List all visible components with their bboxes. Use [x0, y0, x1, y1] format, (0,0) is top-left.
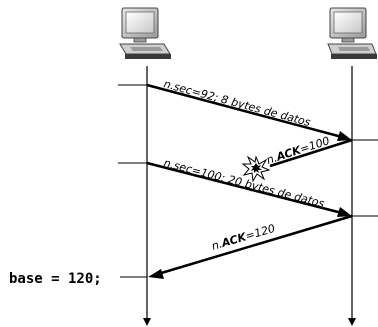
- computer-icon: [327, 7, 377, 59]
- receiver-timeline: [348, 66, 356, 326]
- explosion-burst-icon: [241, 155, 271, 183]
- sender-timeline: [143, 66, 151, 326]
- segment-label-1: n.sec=92; 8 bytes de datos: [162, 77, 312, 129]
- ack-arrow-1: [269, 138, 353, 168]
- segment-arrow-2: [146, 161, 352, 217]
- base-annotation: base = 120;: [9, 271, 102, 287]
- ack-arrow-2: [148, 214, 353, 279]
- segment-arrow-1: [146, 83, 352, 141]
- computer-icon: [119, 7, 171, 59]
